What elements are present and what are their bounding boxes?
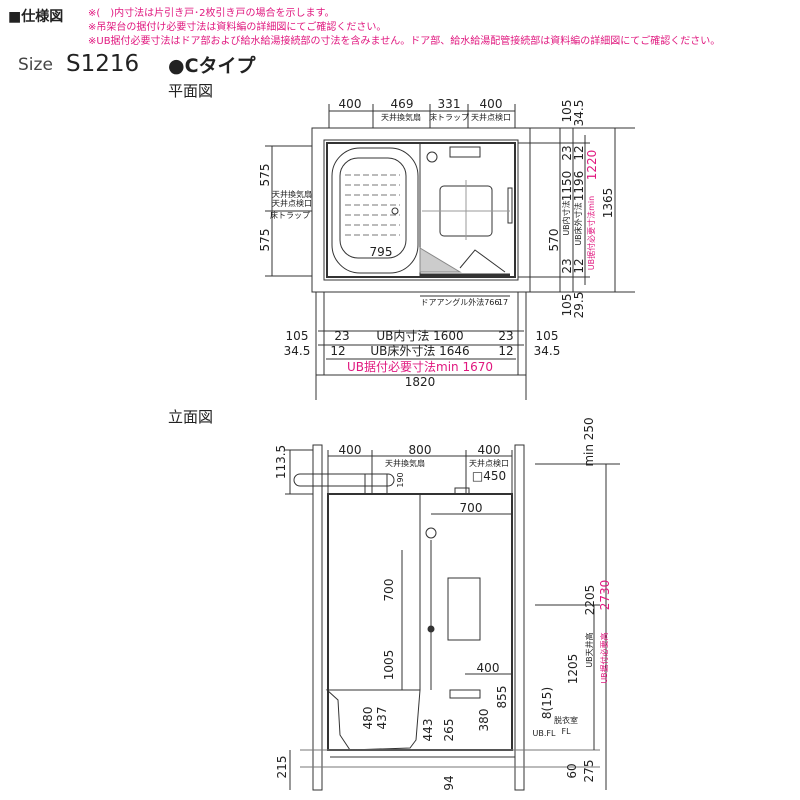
plan-r-1220: 1220 bbox=[585, 149, 599, 181]
elev-1205: 1205 bbox=[566, 653, 580, 685]
elev-1135: 113.5 bbox=[274, 444, 288, 480]
elevation-view-drawing bbox=[285, 444, 620, 791]
plan-dim-top-3: 331 bbox=[437, 97, 461, 111]
plan-r-1196: 1196 bbox=[572, 170, 586, 202]
elev-8-15: 8(15) bbox=[540, 686, 554, 720]
elev-437: 437 bbox=[375, 706, 389, 730]
elev-2205: 2205 bbox=[583, 584, 597, 616]
plan-tub-width: 795 bbox=[369, 245, 393, 259]
type-label: ●Cタイプ bbox=[168, 55, 256, 77]
note-2: ※吊架台の据付け必要寸法は資料編の詳細図にてご確認ください。 bbox=[88, 22, 387, 33]
plan-b-12b: 12 bbox=[498, 344, 514, 358]
plan-r-1365: 1365 bbox=[601, 187, 615, 219]
elev-275: 275 bbox=[582, 759, 596, 783]
plan-r-12b: 12 bbox=[572, 258, 586, 274]
plan-b-floor: UB床外寸法 1646 bbox=[370, 344, 470, 358]
elev-190: 190 bbox=[396, 472, 405, 488]
elev-443: 443 bbox=[421, 718, 435, 742]
elev-480: 480 bbox=[361, 706, 375, 730]
plan-label-hatch: 天井点検口 bbox=[471, 113, 511, 122]
section-title: ■仕様図 bbox=[8, 9, 64, 25]
elev-2730: 2730 bbox=[598, 579, 612, 611]
plan-b-105a: 105 bbox=[285, 329, 309, 343]
plan-dim-top-2: 469 bbox=[390, 97, 414, 111]
plan-dim-left-1: 575 bbox=[258, 163, 272, 187]
plan-b-req: UB据付必要寸法min 1670 bbox=[347, 360, 493, 374]
plan-left-label-fan: 天井換気扇 bbox=[272, 190, 312, 199]
elev-hatch-size: □450 bbox=[471, 469, 507, 483]
elev-fan-label: 天井換気扇 bbox=[385, 459, 425, 468]
elev-700-h: 700 bbox=[459, 501, 483, 515]
plan-door-gap: 17 bbox=[497, 298, 509, 307]
plan-label-fan: 天井換気扇 bbox=[381, 113, 421, 122]
plan-left-label-hatch: 天井点検口 bbox=[272, 199, 312, 208]
plan-b-23a: 23 bbox=[334, 329, 350, 343]
plan-dim-top-4: 400 bbox=[479, 97, 503, 111]
elev-hatch-label: 天井点検口 bbox=[469, 459, 509, 468]
plan-left-label-trap: 床トラップ bbox=[270, 211, 310, 220]
elev-1005: 1005 bbox=[382, 649, 396, 681]
elev-265: 265 bbox=[442, 718, 456, 742]
note-3: ※UB据付必要寸法はドア部および給水給湯接続部の寸法を含みません。ドア部、給水給… bbox=[88, 36, 721, 47]
elev-60: 60 bbox=[565, 763, 579, 779]
plan-title: 平面図 bbox=[168, 82, 214, 100]
size-value: S1216 bbox=[66, 51, 140, 77]
plan-r-req-label: UB据付必要寸法min bbox=[587, 195, 596, 271]
elev-855: 855 bbox=[495, 685, 509, 709]
elev-dressing-room-label: 脱衣室 bbox=[554, 716, 578, 725]
elev-top-1: 400 bbox=[338, 443, 362, 457]
elev-min250: min 250 bbox=[582, 417, 596, 467]
plan-dim-left-2: 575 bbox=[258, 228, 272, 252]
plan-door-dim: ドアアングル外法766 bbox=[420, 298, 500, 307]
elev-380: 380 bbox=[477, 708, 491, 732]
plan-r-12a: 12 bbox=[572, 145, 586, 161]
plan-r-345: 34.5 bbox=[572, 99, 586, 127]
plan-b-345b: 34.5 bbox=[533, 344, 561, 358]
elev-ceiling-label: UB天井高 bbox=[585, 632, 594, 668]
plan-b-inner: UB内寸法 1600 bbox=[376, 329, 464, 343]
plan-dim-top-1: 400 bbox=[338, 97, 362, 111]
plan-r-570: 570 bbox=[547, 228, 561, 252]
plan-view-drawing bbox=[265, 104, 635, 400]
elev-700-v: 700 bbox=[382, 578, 396, 602]
plan-r-ub-inner: UB内寸法 bbox=[562, 200, 571, 236]
plan-b-345a: 34.5 bbox=[283, 344, 311, 358]
plan-b-105b: 105 bbox=[535, 329, 559, 343]
plan-b-23b: 23 bbox=[498, 329, 514, 343]
elev-top-2: 800 bbox=[408, 443, 432, 457]
plan-b-12a: 12 bbox=[330, 344, 346, 358]
plan-label-trap: 床トラップ bbox=[429, 113, 469, 122]
elev-top-3: 400 bbox=[477, 443, 501, 457]
elevation-title: 立面図 bbox=[168, 408, 214, 426]
elev-94: 94 bbox=[442, 775, 456, 791]
elev-req-label: UB据付必要高 bbox=[600, 632, 609, 684]
plan-r-295: 29.5 bbox=[572, 291, 586, 319]
plan-r-ub-floor: UB床外寸法 bbox=[574, 202, 583, 246]
elev-ubfl-label: UB.FL bbox=[532, 729, 556, 738]
elev-400: 400 bbox=[476, 661, 500, 675]
elev-215: 215 bbox=[275, 755, 289, 779]
plan-b-total: 1820 bbox=[404, 375, 436, 389]
elev-fl-label: FL bbox=[561, 727, 571, 736]
size-label: Size bbox=[18, 55, 53, 75]
note-1: ※( )内寸法は片引き戸･2枚引き戸の場合を示します。 bbox=[88, 8, 335, 19]
